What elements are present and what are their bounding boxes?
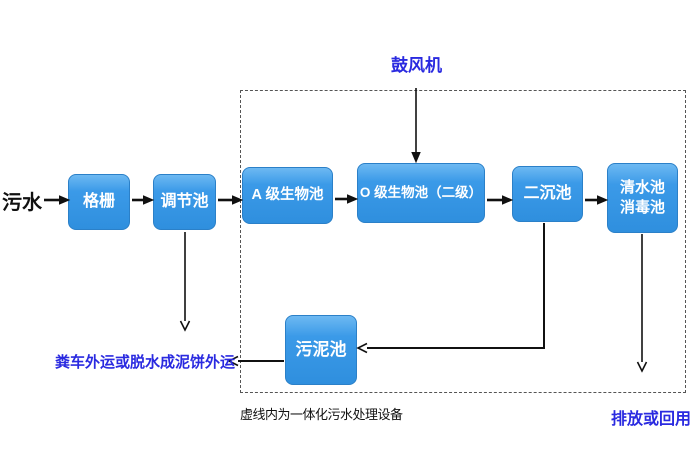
node-sludge-tank-label: 污泥池	[295, 339, 347, 359]
node-regulating-tank: 调节池	[153, 174, 216, 230]
node-clear-water-disinfection-tank: 清水池 消毒池	[607, 163, 678, 233]
equipment-boundary-box	[240, 90, 686, 393]
discharge-label: 排放或回用	[611, 411, 692, 428]
node-regulating-tank-label: 调节池	[160, 193, 209, 211]
blower-label: 鼓风机	[391, 56, 442, 75]
boundary-caption: 虚线内为一体化污水处理设备	[240, 407, 403, 422]
node-clear-water-disinfection-tank-label: 清水池 消毒池	[619, 178, 665, 216]
node-o-bio-tank: O 级生物池（二级）	[357, 163, 485, 223]
node-secondary-sedimentation-tank: 二沉池	[512, 166, 583, 222]
node-sludge-tank: 污泥池	[285, 315, 357, 385]
node-o-bio-tank-label: O 级生物池（二级）	[359, 184, 483, 200]
node-grid-label: 格栅	[82, 193, 115, 211]
node-a-bio-tank-label: A 级生物池	[251, 186, 324, 203]
node-grid: 格栅	[68, 174, 130, 230]
sludge-outhaul-label: 粪车外运或脱水成泥饼外运	[55, 354, 236, 371]
source-label: 污水	[2, 192, 42, 214]
node-secondary-sedimentation-tank-label: 二沉池	[523, 185, 572, 203]
node-a-bio-tank: A 级生物池	[242, 167, 333, 224]
